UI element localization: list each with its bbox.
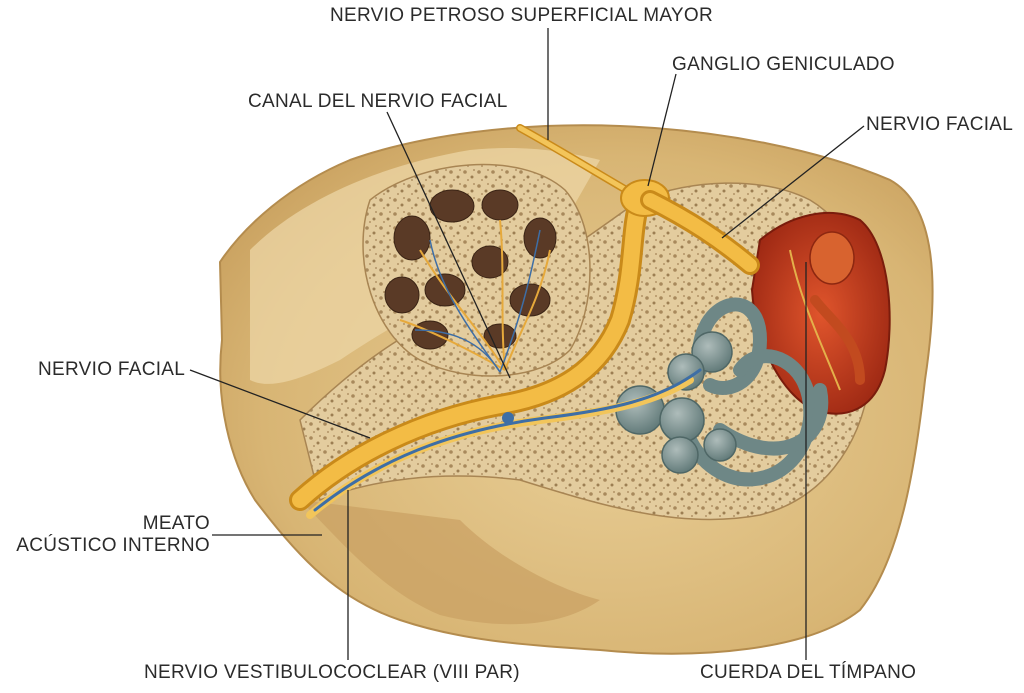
vessel-twigs <box>414 229 541 373</box>
ossicles <box>789 231 865 391</box>
facial-nerve-tympanic-highlight <box>643 193 757 272</box>
leader-canal-nervio-facial <box>386 111 511 379</box>
greater-petrosal-nerve-highlight <box>517 125 638 198</box>
leader-nervio-facial-right <box>721 125 865 239</box>
label-meato-line1: MEATO <box>142 513 210 534</box>
vestibule <box>615 331 737 474</box>
label-meato-acustico-interno: MEATO ACÚSTICO INTERNO <box>0 513 210 557</box>
vestibulocochlear-nerve <box>306 368 702 519</box>
leader-lines <box>189 28 865 660</box>
label-nervio-facial-right: NERVIO FACIAL <box>866 114 1014 135</box>
label-nervio-facial-left: NERVIO FACIAL <box>38 359 186 380</box>
label-ganglio-geniculado: GANGLIO GENICULADO <box>672 54 895 75</box>
label-canal-del-nervio-facial: CANAL DEL NERVIO FACIAL <box>248 91 508 112</box>
facial-nerve-trunk-highlight <box>292 192 648 508</box>
label-cuerda-del-timpano: CUERDA DEL TÍMPANO <box>700 662 917 683</box>
leader-ganglio-geniculado <box>647 73 677 187</box>
mastoid-air-cells <box>384 189 557 350</box>
label-nervio-vestibulococlear: NERVIO VESTIBULOCOCLEAR (VIII PAR) <box>144 662 520 683</box>
nerve-node <box>502 412 514 424</box>
bone-lower-lobe <box>300 500 600 625</box>
label-nervio-petroso-superficial-mayor: NERVIO PETROSO SUPERFICIAL MAYOR <box>330 5 713 26</box>
leader-nervio-facial-left <box>189 369 371 439</box>
labyrinth <box>683 297 829 487</box>
label-meato-line2: ACÚSTICO INTERNO <box>16 535 210 556</box>
